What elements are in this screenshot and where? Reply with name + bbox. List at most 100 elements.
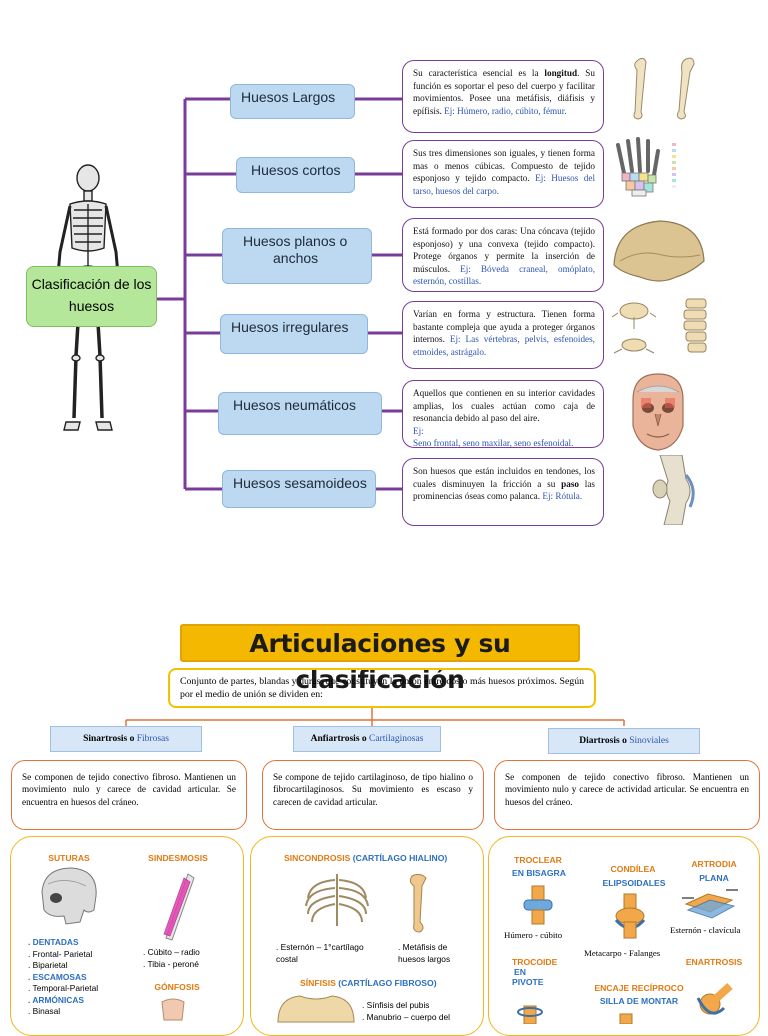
category-huesos-cortos: Huesos cortos [236, 157, 355, 193]
condyloid-joint-illustration [614, 893, 646, 939]
knee-illustration [652, 455, 695, 525]
skull-cap-illustration [613, 220, 705, 282]
ej-label: Ej: [460, 263, 481, 274]
label-sinfisis: SÍNFISIS (CARTÍLAGO FIBROSO) [300, 978, 460, 988]
category-label: Huesos neumáticos [233, 397, 356, 413]
category-huesos-irregulares: Huesos irregulares [220, 314, 368, 354]
bone-connectors [157, 97, 402, 491]
desc-huesos-irregulares: Varían en forma y estructura. Tienen for… [402, 301, 604, 369]
desc-text-rest: . Su función es soportar el peso del cue… [413, 68, 595, 116]
desc-text: Son huesos que están incluidos en tendon… [413, 466, 595, 489]
def-diartrosis: Se componen de tejido conectivo fibroso.… [494, 760, 760, 830]
type-sinartrosis: Sinartrosis o Fibrosas [50, 726, 202, 752]
category-huesos-neumaticos: Huesos neumáticos [218, 392, 382, 435]
label-troclear: TROCLEAR [508, 855, 568, 865]
desc-text: Varían en forma y estructura. Tienen for… [413, 309, 595, 344]
bone-classification-root: Clasificación de los huesos [26, 266, 157, 327]
desc-huesos-cortos: Sus tres dimensiones son iguales, y tien… [402, 140, 604, 208]
skull-illustration [41, 867, 97, 925]
sinfisis-ex3: . Sínfisis del pubis [362, 1000, 430, 1010]
label-enartrosis: ENARTROSIS [685, 957, 743, 967]
sindesmosis-list: . Cúbito – radio . Tibia - peroné [143, 947, 243, 970]
ribcage-illustration [305, 874, 369, 926]
suturas-item: . Temporal-Parietal [28, 983, 99, 993]
trocoide-line1: TROCOIDE [512, 957, 558, 967]
label-encaje-sub: SILLA DE MONTAR [599, 996, 679, 1006]
suturas-item: . ARMÓNICAS [28, 994, 84, 1005]
sindesmosis-item: . Tibia - peroné [143, 958, 199, 969]
desc-text: Está formado por dos caras: Una cóncava … [413, 226, 595, 274]
joints-intro-text: Conjunto de partes, blandas y duras, que… [180, 676, 584, 700]
def-text: Se componen de tejido conectivo fibroso.… [505, 772, 749, 807]
suturas-list: . DENTADAS . Frontal- Parietal . Biparie… [28, 937, 138, 1018]
category-label: Huesos sesamoideos [233, 475, 367, 491]
category-huesos-sesamoideos: Huesos sesamoideos [222, 470, 376, 508]
trocoide-line2: EN [514, 967, 526, 977]
desc-text: Su característica esencial es la [413, 68, 545, 78]
sinfisis-ex4: . Manubrio – cuerpo del [362, 1011, 450, 1022]
pelvis-illustration [277, 995, 355, 1023]
ej-label: Ej: [542, 491, 556, 501]
vertebrae-illustration [612, 298, 707, 354]
label-gonfosis: GÓNFOSIS [154, 982, 200, 992]
trocoide-line3: PIVOTE [512, 977, 544, 987]
hinge-joint-illustration [523, 885, 553, 925]
suturas-item: . ESCAMOSAS [28, 971, 87, 982]
ex-artrodia: Esternón - clavícula [670, 925, 741, 935]
joints-title: Articulaciones y su clasificación [180, 624, 580, 694]
type-conj: o [359, 734, 370, 744]
examples: Rótula. [555, 491, 583, 501]
type-alt: Fibrosas [136, 734, 169, 744]
label-artrodia: ARTRODIA [691, 859, 737, 869]
type-diartrosis: Diartrosis o Sinoviales [548, 728, 700, 754]
desc-bold: paso [561, 478, 579, 489]
joints-intro: Conjunto de partes, blandas y duras, que… [168, 668, 596, 708]
long-bone-illustration [409, 874, 427, 933]
sincondrosis-alt: (CARTÍLAGO HIALINO) [350, 853, 448, 863]
suturas-item: . Biparietal [28, 960, 68, 970]
label-encaje: ENCAJE RECÍPROCO [594, 983, 684, 993]
label-artrodia-sub: PLANA [699, 873, 729, 883]
suturas-item: . Frontal- Parietal [28, 948, 93, 959]
desc-huesos-sesamoideos: Son huesos que están incluidos en tendon… [402, 458, 604, 526]
category-huesos-largos: Huesos Largos [230, 84, 355, 119]
desc-text-rest: las prominencias óseas como palanca. [413, 478, 595, 502]
label-condilea-sub: ELIPSOIDALES [602, 878, 666, 888]
category-label: Huesos irregulares [231, 319, 349, 335]
sincondrosis-ex2: . Metáfisis de huesos largos [398, 942, 451, 964]
def-anfiartrosis: Se compone de tejido cartilaginoso, de t… [262, 760, 484, 830]
label-suturas: SUTURAS [48, 853, 90, 863]
type-alt: Sinoviales [629, 736, 669, 746]
saddle-joint-illustration [619, 1013, 633, 1024]
joint-connectors [125, 708, 625, 726]
ej-label: Ej: [444, 105, 458, 116]
type-name: Anfiartrosis [310, 734, 360, 744]
examples: Las vértebras, pelvis, esfenoides, etmoi… [413, 334, 595, 357]
tooth-illustration [161, 998, 185, 1021]
sinfisis-text: SÍNFISIS [300, 978, 336, 988]
ex-troclear: Húmero - cúbito [504, 930, 563, 940]
examples: Húmero, radio, cúbito, fémur. [457, 105, 567, 116]
type-alt: Cartilaginosas [369, 734, 424, 744]
def-text: Se componen de tejido conectivo fibroso.… [22, 772, 236, 807]
label-condilea: CONDÍLEA [610, 864, 656, 874]
type-name: Diartrosis [579, 736, 620, 746]
sincondrosis-text: SINCONDROSIS [284, 853, 351, 863]
desc-huesos-neumaticos: Aquellos que contienen en su interior ca… [402, 380, 604, 448]
desc-huesos-planos: Está formado por dos caras: Una cóncava … [402, 218, 604, 292]
pivot-joint-illustration [517, 1005, 543, 1024]
category-huesos-planos: Huesos planos o anchos [222, 228, 372, 284]
long-bones-illustration [633, 57, 695, 120]
def-sinartrosis: Se componen de tejido conectivo fibroso.… [11, 760, 247, 830]
label-sincondrosis: SINCONDROSIS (CARTÍLAGO HIALINO) [284, 853, 454, 863]
examples: Seno frontal, seno maxilar, seno esfenoi… [413, 438, 574, 448]
plane-joint-illustration [682, 889, 738, 919]
examples: Bóveda craneal, omóplato, esternón, cost… [413, 263, 595, 287]
desc-text: Aquellos que contienen en su interior ca… [413, 388, 595, 423]
desc-text: Sus tres dimensiones son iguales, y tien… [413, 148, 595, 183]
sindesmosis-item: . Cúbito – radio [143, 947, 200, 957]
sinfisis-alt: (CARTÍLAGO FIBROSO) [335, 978, 437, 988]
short-bones-illustration [616, 137, 676, 197]
sinfisis-examples: . Sínfisis del pubis . Manubrio – cuerpo… [362, 1000, 474, 1023]
category-label-line1: Huesos planos o [243, 233, 348, 249]
